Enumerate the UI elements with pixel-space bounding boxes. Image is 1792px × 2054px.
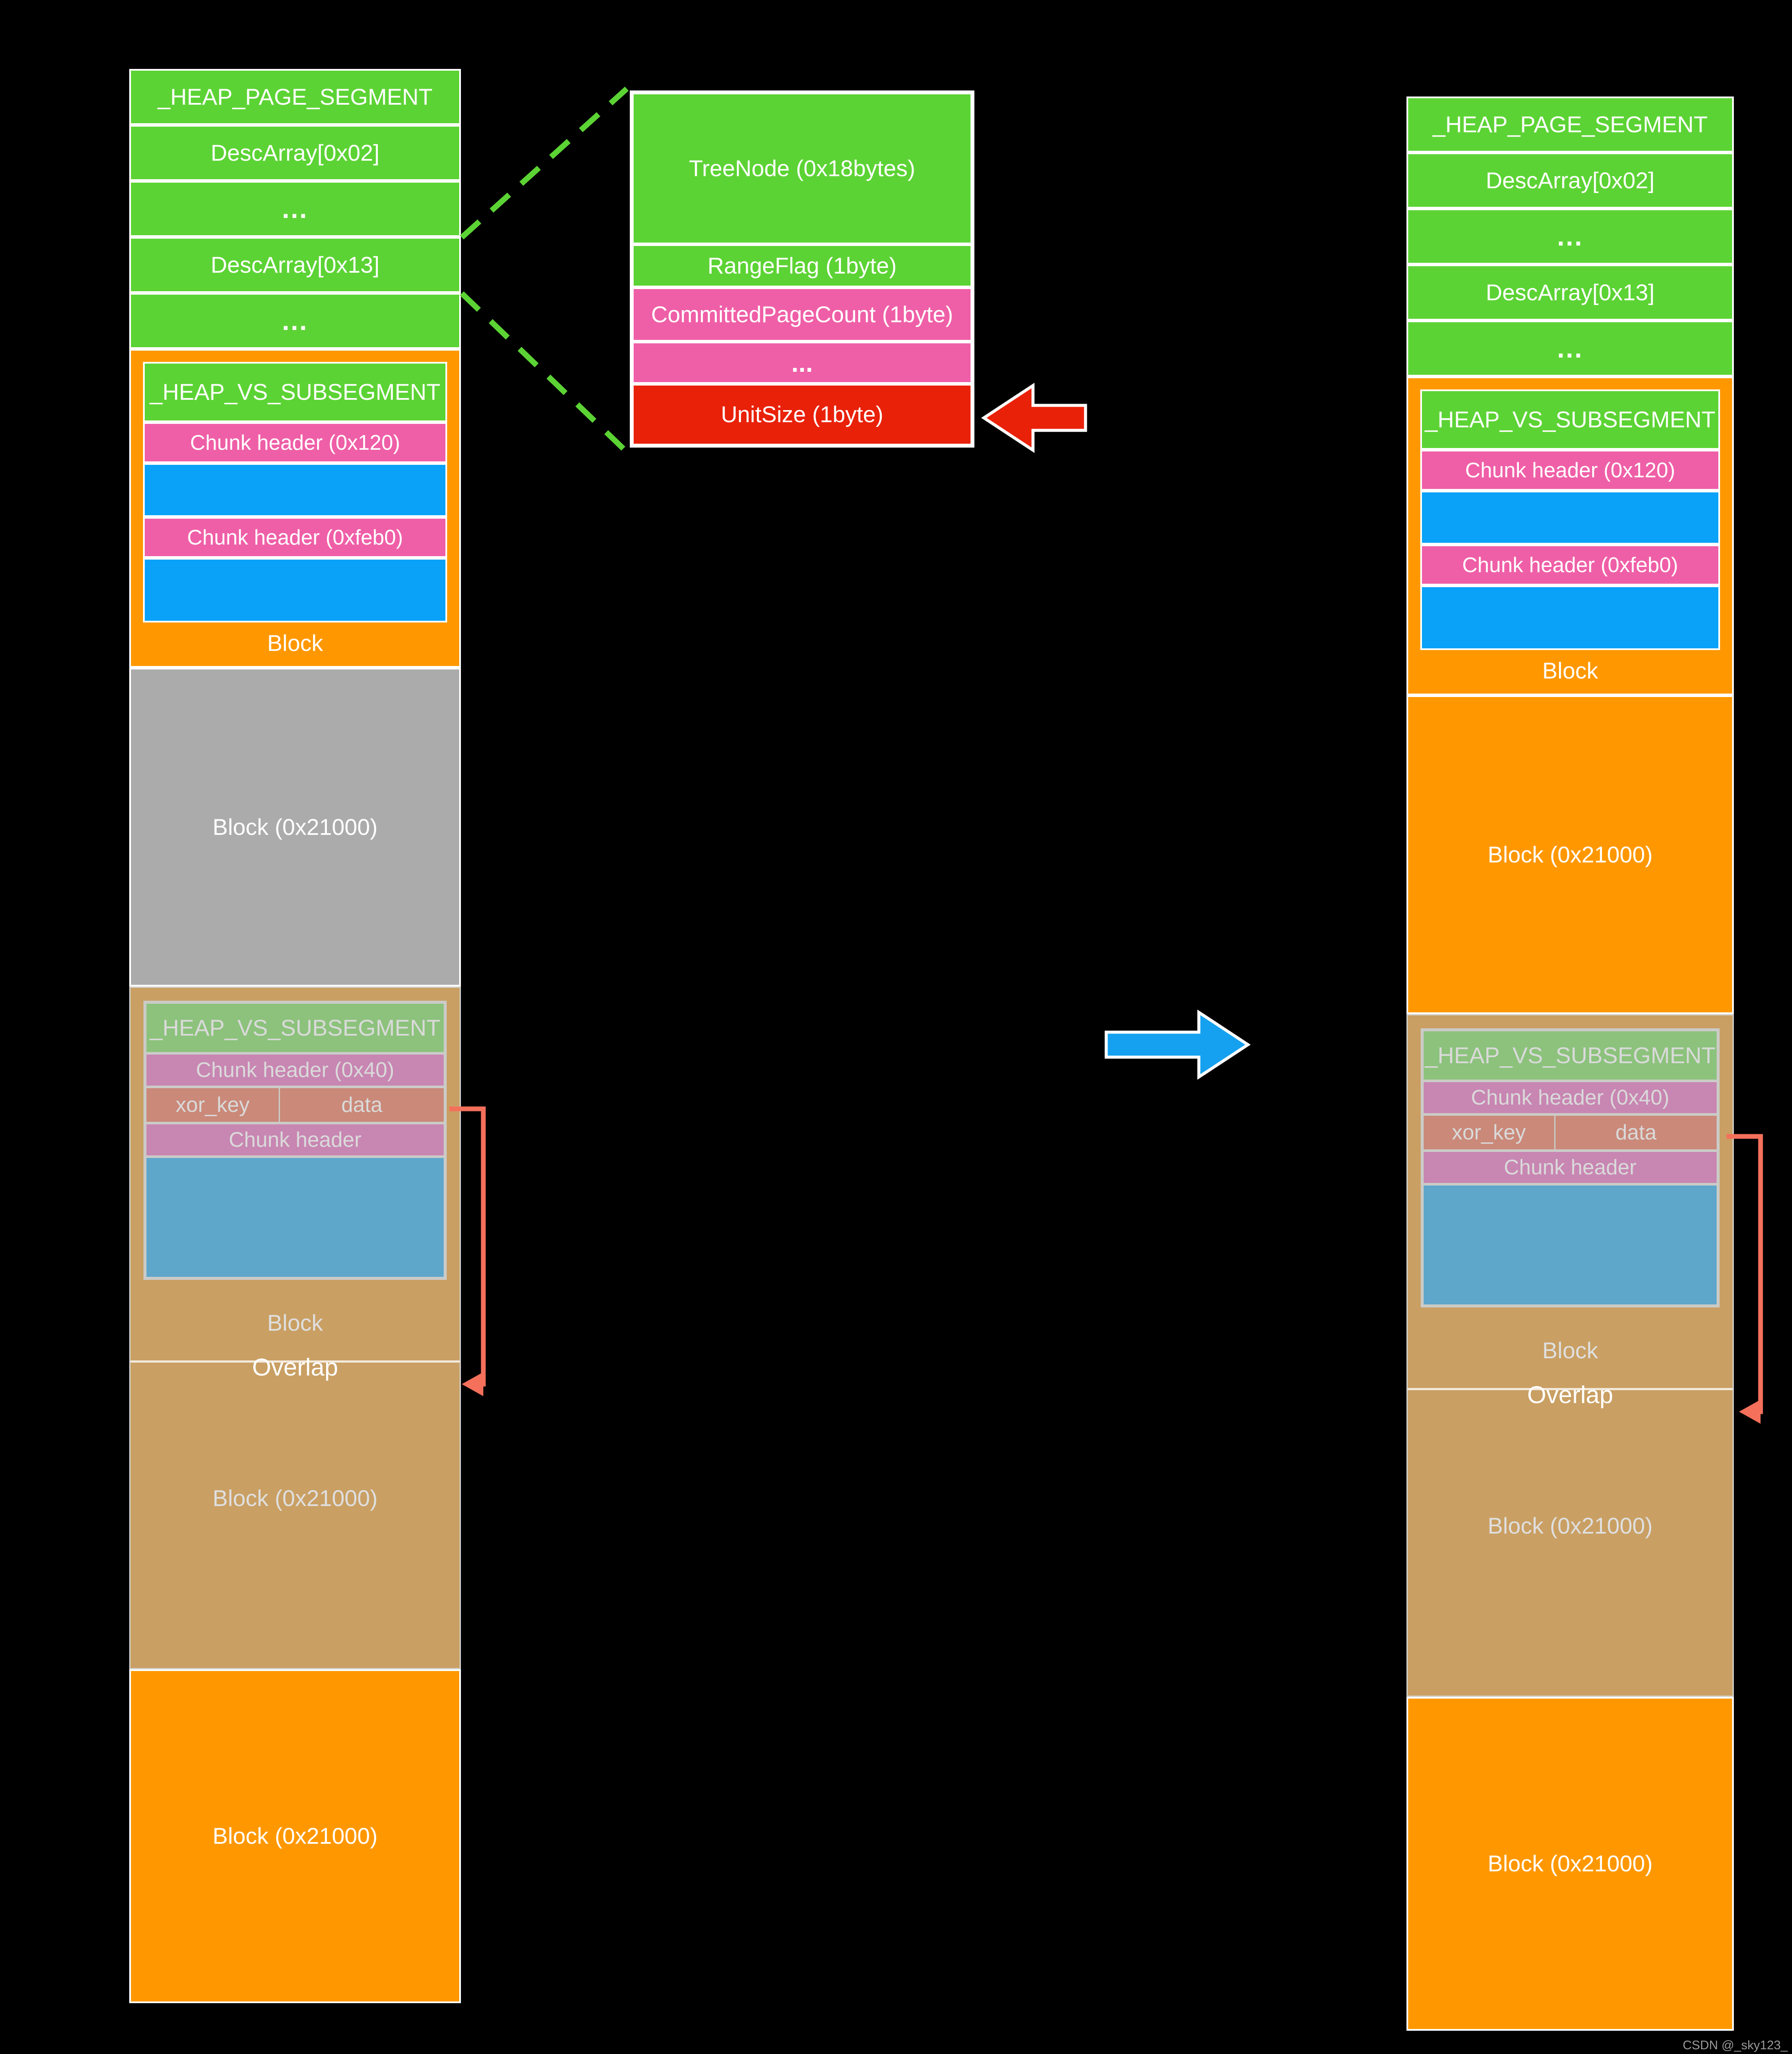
chunk-header-plain: Chunk header (145, 1123, 445, 1157)
expansion-dashed-line-top (460, 87, 629, 240)
chunk-body (1420, 585, 1720, 650)
chunk-header-plain: Chunk header (1422, 1151, 1718, 1184)
overlap-connector-left-arrowhead-icon (462, 1372, 483, 1396)
vs-subsegment-title: _HEAP_VS_SUBSEGMENT (143, 362, 447, 422)
overlapped-block-label: Block (1542, 1338, 1598, 1363)
chunk-header-0x40: Chunk header (0x40) (1422, 1081, 1718, 1114)
descarray-0x02-row: DescArray[0x02] (1406, 152, 1734, 209)
descarray-ellipsis-row: ... (1406, 321, 1734, 377)
treenode-row: TreeNode (0x18bytes) (632, 93, 972, 244)
overlapped-subsegment-box: _HEAP_VS_SUBSEGMENT Chunk header (0x40) … (1421, 1028, 1720, 1307)
xor-key-cell: xor_key (145, 1087, 280, 1123)
xor-key-cell: xor_key (1422, 1114, 1556, 1151)
chunk-header-0xfeb0: Chunk header (0xfeb0) (1420, 545, 1720, 585)
overlap-divider-line (131, 1360, 460, 1363)
block-label: Block (1542, 658, 1598, 684)
free-block-0x21000: Block (0x21000) (129, 668, 461, 987)
transform-arrow-icon (1104, 1009, 1251, 1080)
overlapped-vs-subsegment-container: _HEAP_VS_SUBSEGMENT Chunk header (0x40) … (1406, 1014, 1734, 1697)
left-heap-column: _HEAP_PAGE_SEGMENT DescArray[0x02] ... D… (129, 69, 461, 2003)
right-heap-column: _HEAP_PAGE_SEGMENT DescArray[0x02] ... D… (1406, 96, 1734, 2031)
descarray-0x13-row: DescArray[0x13] (1406, 265, 1734, 321)
descarray-ellipsis-row: ... (129, 181, 461, 237)
overlapped-subsegment-box: _HEAP_VS_SUBSEGMENT Chunk header (0x40) … (143, 1001, 447, 1280)
chunk-body (143, 558, 447, 622)
heap-page-segment-row: _HEAP_PAGE_SEGMENT (1406, 96, 1734, 152)
overlapped-vs-subsegment-title: _HEAP_VS_SUBSEGMENT (145, 1002, 445, 1053)
vs-subsegment-title: _HEAP_VS_SUBSEGMENT (1420, 389, 1720, 450)
descarray-0x13-row: DescArray[0x13] (129, 237, 461, 293)
vs-subsegment-container: _HEAP_VS_SUBSEGMENT Chunk header (0x120)… (129, 349, 461, 668)
chunk-header-0xfeb0: Chunk header (0xfeb0) (143, 517, 447, 558)
data-cell: data (1555, 1114, 1718, 1151)
detail-ellipsis-row: ... (632, 342, 972, 384)
chunk-body (1420, 491, 1720, 545)
overlapping-block-0x21000: Block (0x21000) (1487, 1513, 1653, 1539)
chunk-header-0x120: Chunk header (0x120) (1420, 450, 1720, 491)
chunk-header-0x40: Chunk header (0x40) (145, 1053, 445, 1087)
xor-data-row: xor_key data (145, 1087, 445, 1123)
overlap-connector-right-arrowhead-icon (1739, 1400, 1761, 1424)
data-cell: data (280, 1087, 445, 1123)
rangeflag-row: RangeFlag (1byte) (632, 244, 972, 287)
allocated-block-0x21000: Block (0x21000) (1406, 695, 1734, 1014)
unitsize-pointer-arrow-icon (981, 383, 1087, 453)
overlapped-block-label: Block (267, 1310, 323, 1336)
bottom-block-0x21000: Block (0x21000) (1406, 1697, 1734, 2031)
overlapped-chunk-body (145, 1157, 445, 1278)
vs-subsegment-container: _HEAP_VS_SUBSEGMENT Chunk header (0x120)… (1406, 377, 1734, 695)
expansion-dashed-line-bottom (460, 291, 629, 454)
overlapped-chunk-body (1422, 1184, 1718, 1306)
unitsize-row: UnitSize (1byte) (632, 384, 972, 445)
overlapped-vs-subsegment-container: _HEAP_VS_SUBSEGMENT Chunk header (0x40) … (129, 987, 461, 1669)
chunk-header-0x120: Chunk header (0x120) (143, 422, 447, 463)
descarray-ellipsis-row: ... (129, 293, 461, 349)
descarray-ellipsis-row: ... (1406, 209, 1734, 265)
descarray-0x02-row: DescArray[0x02] (129, 125, 461, 181)
block-label: Block (267, 630, 323, 656)
heap-page-segment-row: _HEAP_PAGE_SEGMENT (129, 69, 461, 125)
watermark: CSDN @_sky123_ (1683, 2038, 1788, 2052)
overlap-divider-line (1408, 1388, 1733, 1390)
committedpagecount-row: CommittedPageCount (1byte) (632, 287, 972, 342)
desc-detail-box: TreeNode (0x18bytes) RangeFlag (1byte) C… (630, 90, 974, 448)
overlapped-vs-subsegment-title: _HEAP_VS_SUBSEGMENT (1422, 1030, 1718, 1081)
overlap-label: Overlap (1527, 1381, 1613, 1409)
chunk-body (143, 463, 447, 517)
bottom-block-0x21000: Block (0x21000) (129, 1669, 461, 2003)
overlap-label: Overlap (252, 1354, 338, 1381)
xor-data-row: xor_key data (1422, 1114, 1718, 1151)
overlapping-block-0x21000: Block (0x21000) (212, 1485, 378, 1511)
